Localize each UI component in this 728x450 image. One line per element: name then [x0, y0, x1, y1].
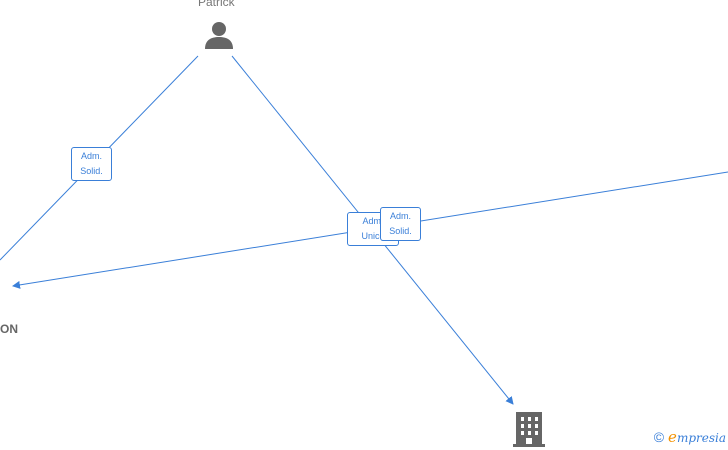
- person-icon[interactable]: [204, 20, 234, 50]
- edge-label-line1: Adm.: [389, 211, 411, 221]
- copyright-icon: ©: [653, 429, 665, 445]
- edge-label-line1: Adm.: [362, 216, 384, 226]
- empresia-watermark: © empresia: [654, 428, 726, 446]
- edge-label-line2: Solid.: [80, 166, 103, 176]
- edge-label-line1: Adm.: [80, 151, 102, 161]
- left-company-name-label[interactable]: ON: [0, 322, 18, 336]
- edge-label-person-left: Adm. Solid.: [71, 147, 112, 181]
- building-icon[interactable]: [513, 411, 545, 447]
- brand-initial: e: [668, 428, 677, 446]
- brand-name: mpresia: [676, 431, 726, 445]
- person-name-label: Patrick: [198, 0, 235, 9]
- brand-logo: empresia: [668, 428, 726, 446]
- edge-label-line2: Solid.: [389, 226, 412, 236]
- edge-label-right-left: Adm. Solid.: [380, 207, 421, 241]
- edge-label-line2: Unico: [361, 231, 385, 241]
